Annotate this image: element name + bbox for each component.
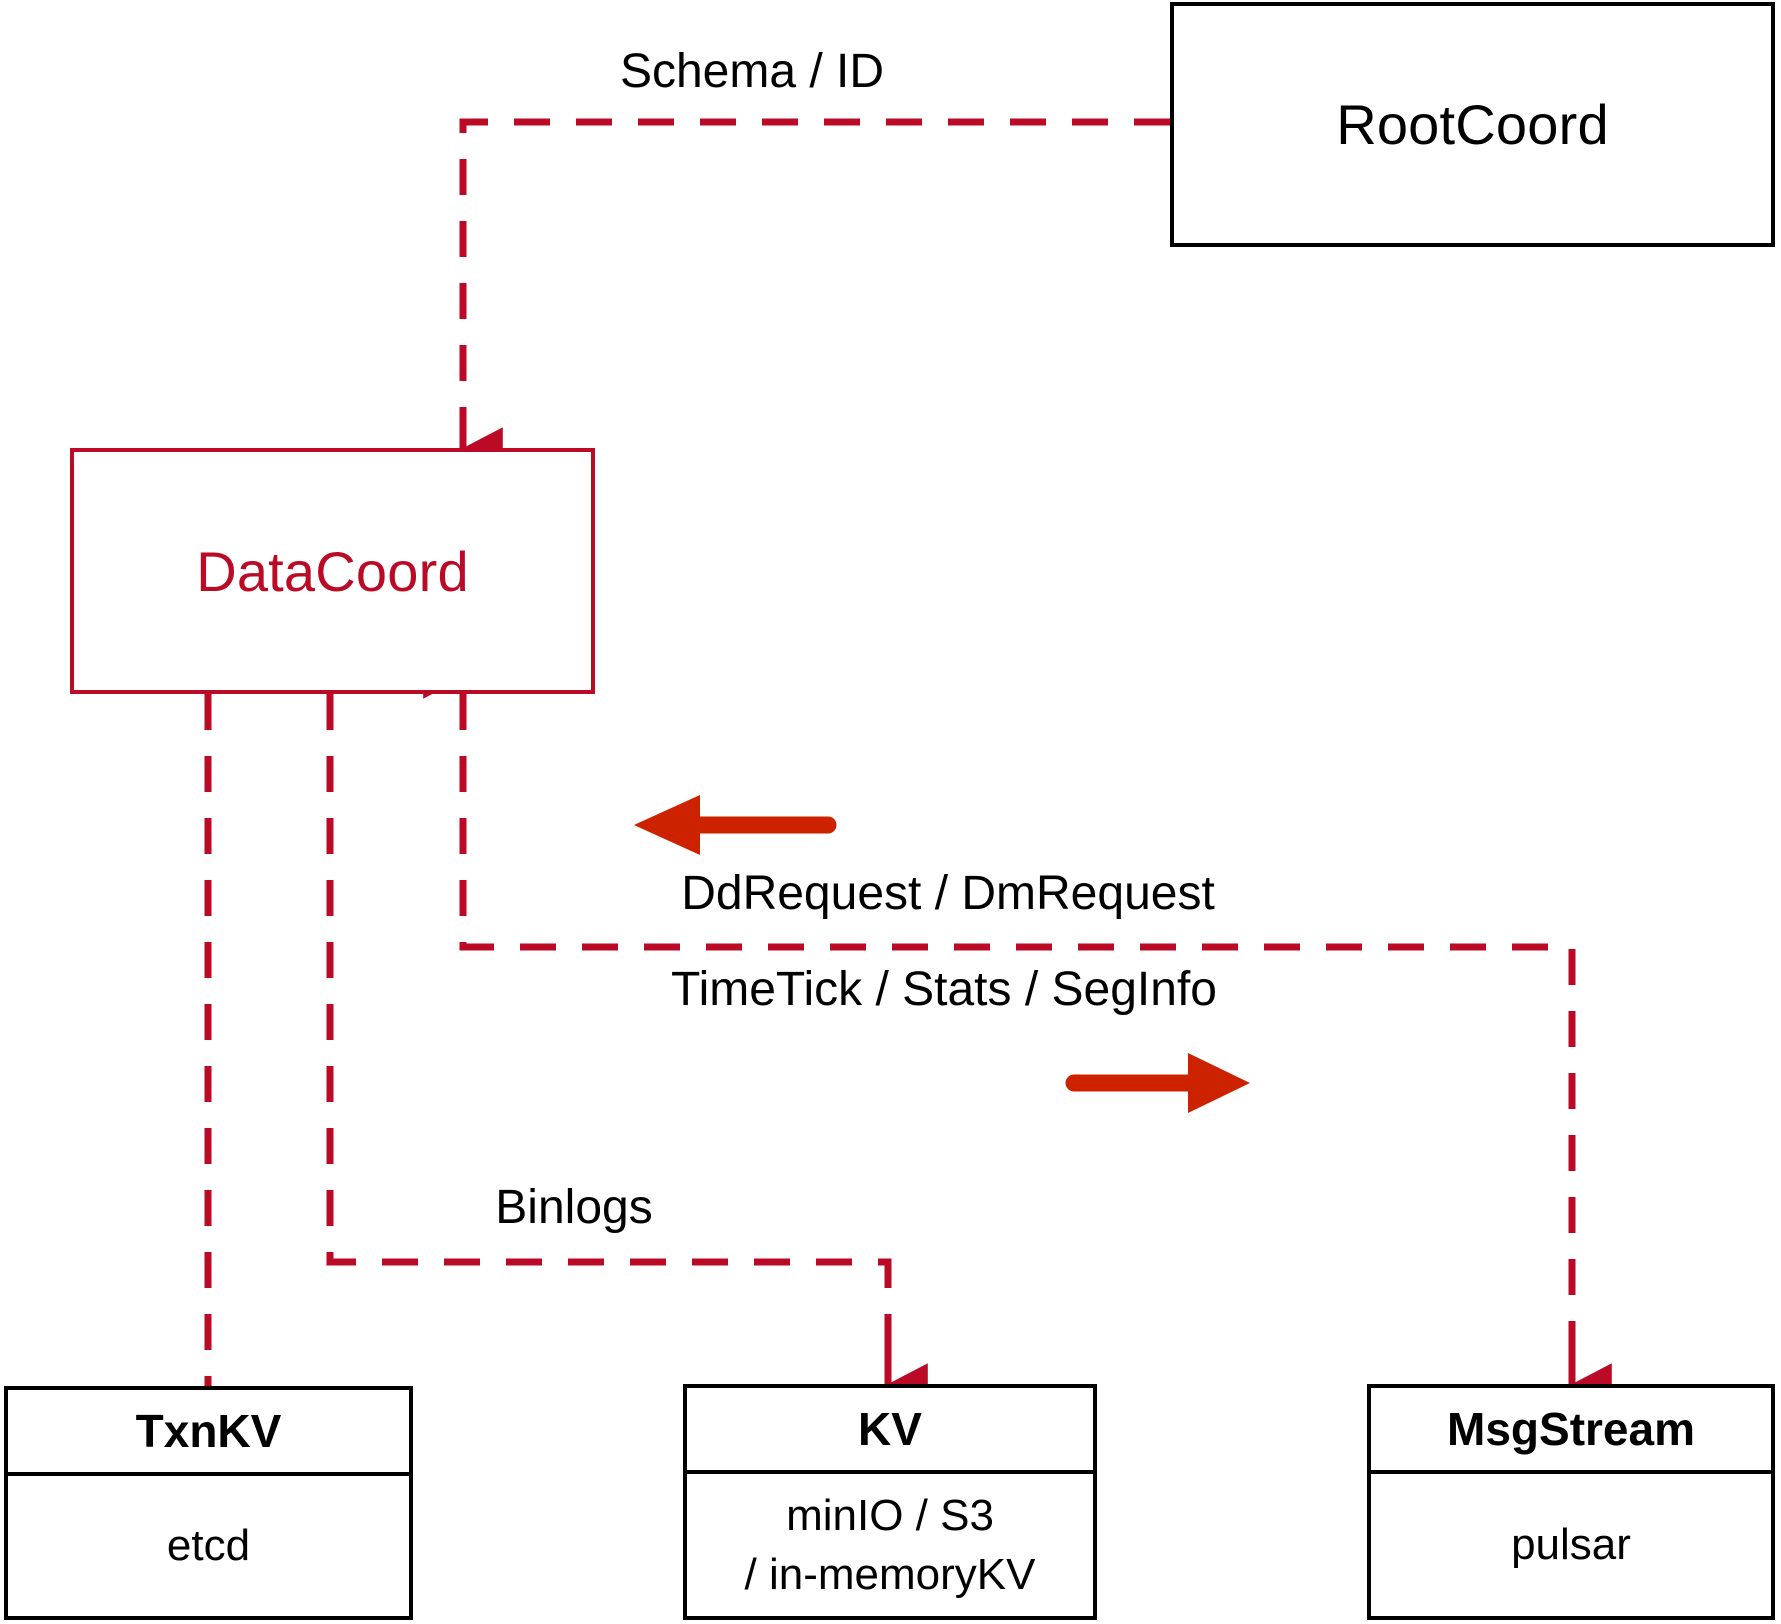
node-kv[interactable]: KV minIO / S3 / in-memoryKV [683, 1384, 1097, 1620]
node-datacoord[interactable]: DataCoord [70, 448, 595, 694]
edge-label-dd-dm-request: DdRequest / DmRequest [681, 867, 1215, 920]
node-kv-impl-line1: minIO / S3 [786, 1490, 994, 1540]
node-kv-title: KV [858, 1403, 922, 1455]
edge-label-binlogs: Binlogs [495, 1181, 653, 1234]
node-kv-impl-line2: / in-memoryKV [744, 1550, 1036, 1599]
node-txnkv-body: etcd [8, 1476, 409, 1616]
node-rootcoord[interactable]: RootCoord [1170, 2, 1775, 247]
node-msgstream-title: MsgStream [1447, 1403, 1695, 1455]
node-msgstream-body: pulsar [1371, 1474, 1771, 1616]
node-kv-body: minIO / S3 / in-memoryKV [687, 1474, 1093, 1616]
node-msgstream-impl: pulsar [1511, 1520, 1631, 1570]
node-rootcoord-label: RootCoord [1336, 93, 1609, 156]
node-txnkv[interactable]: TxnKV etcd [4, 1386, 413, 1620]
edge-label-schema-id: Schema / ID [619, 45, 885, 98]
node-txnkv-header: TxnKV [8, 1390, 409, 1476]
node-kv-header: KV [687, 1388, 1093, 1474]
edge-schema-id [459, 118, 1170, 473]
arrow-right-timetick [1065, 1053, 1250, 1113]
node-txnkv-title: TxnKV [135, 1405, 282, 1457]
edge-binlogs [326, 694, 928, 1409]
arrow-left-ddrequest [634, 795, 837, 855]
node-datacoord-label: DataCoord [196, 539, 469, 603]
node-msgstream[interactable]: MsgStream pulsar [1367, 1384, 1775, 1620]
edge-msgstream-bus [423, 653, 1612, 1409]
node-txnkv-impl: etcd [166, 1521, 251, 1571]
edge-label-timetick-stats-seginfo: TimeTick / Stats / SegInfo [671, 963, 1217, 1016]
node-msgstream-header: MsgStream [1371, 1388, 1771, 1474]
